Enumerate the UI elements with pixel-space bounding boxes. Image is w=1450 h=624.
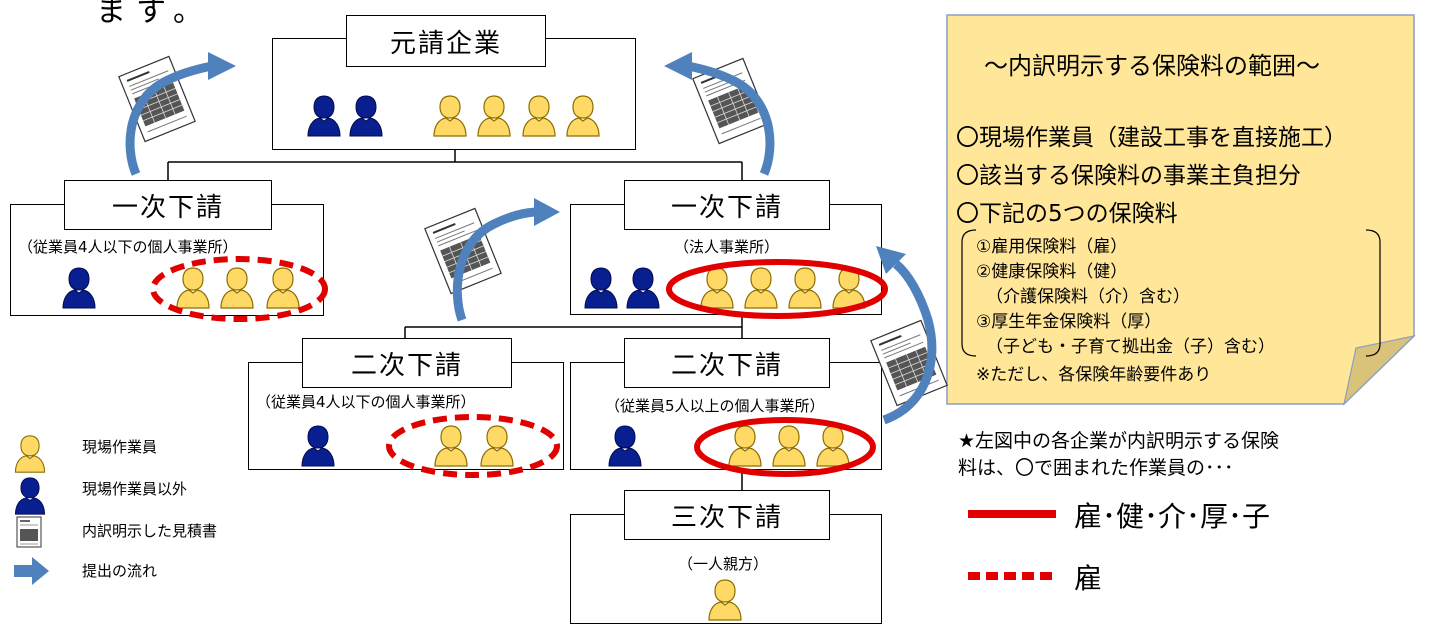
non-worker-icon xyxy=(62,267,96,309)
worker-icon xyxy=(220,267,254,309)
solid-highlight-ellipse xyxy=(694,417,876,477)
first-tier-right-title: 一次下請 xyxy=(624,180,830,230)
note-bullet: 〇下記の5つの保険料 xyxy=(956,201,1178,227)
worker-icon xyxy=(266,267,300,309)
note-item: ①雇用保険料（雇） xyxy=(976,237,1128,257)
note-title: ～内訳明示する保険料の範囲～ xyxy=(984,52,1320,80)
third-tier-title: 三次下請 xyxy=(624,490,830,540)
explanation-text: 料は、〇で囲まれた作業員の･･･ xyxy=(958,457,1234,479)
second-tier-right-subtitle: （従業員5人以上の個人事業所） xyxy=(605,397,825,415)
worker-icon xyxy=(480,425,514,467)
legend-flow-label: 提出の流れ xyxy=(82,562,158,580)
legend-worker: 現場作業員 xyxy=(12,435,158,473)
legend-estimate-label: 内訳明示した見積書 xyxy=(82,522,218,540)
worker-icon xyxy=(477,95,511,137)
left-bracket xyxy=(961,229,977,357)
solid-highlight-ellipse xyxy=(666,259,888,319)
insurance-scope-note xyxy=(946,14,1416,406)
first-tier-right-subtitle: （法人事業所） xyxy=(674,238,780,256)
worker-icon xyxy=(700,267,734,309)
worker-icon xyxy=(744,267,778,309)
non-worker-icon xyxy=(349,95,383,137)
flow-arrow-icon xyxy=(452,198,560,322)
worker-icon xyxy=(772,425,806,467)
worker-icon xyxy=(522,95,556,137)
note-item: ③厚生年金保険料（厚） xyxy=(976,312,1162,332)
prime-company-title: 元請企業 xyxy=(346,15,546,67)
note-bullet: 〇該当する保険料の事業主負担分 xyxy=(956,163,1301,189)
dashed-highlight-ellipse xyxy=(150,256,328,322)
second-tier-right-title: 二次下請 xyxy=(624,338,830,388)
solid-line-label: 雇･健･介･厚･子 xyxy=(1074,500,1271,533)
explanation-text: ★左図中の各企業が内訳明示する保険 xyxy=(958,430,1280,452)
worker-icon xyxy=(728,425,762,467)
non-worker-icon xyxy=(14,477,46,515)
dashed-highlight-ellipse xyxy=(386,414,560,478)
note-footnote: ※ただし、各保険年齢要件あり xyxy=(976,365,1212,385)
second-tier-left-title: 二次下請 xyxy=(302,338,512,388)
estimate-document-icon xyxy=(16,516,42,548)
note-item: （介護保険料（介）含む） xyxy=(986,287,1190,307)
worker-icon xyxy=(816,425,850,467)
note-bullet: 〇現場作業員（建設工事を直接施工） xyxy=(956,125,1347,151)
legend-flow: 提出の流れ xyxy=(12,557,158,585)
worker-icon xyxy=(708,579,742,621)
worker-icon xyxy=(434,425,468,467)
worker-icon xyxy=(14,435,46,473)
right-bracket xyxy=(1365,229,1381,357)
note-item: （子ども・子育て拠出金（子）含む） xyxy=(986,337,1275,357)
second-tier-left-subtitle: （従業員4人以下の個人事業所） xyxy=(256,393,476,411)
dashed-line-label: 雇 xyxy=(1074,562,1103,595)
first-tier-left-subtitle: （従業員4人以下の個人事業所） xyxy=(18,238,238,256)
non-worker-icon xyxy=(584,267,618,309)
solid-line-legend xyxy=(968,510,1056,518)
dashed-line-legend xyxy=(968,572,1056,580)
worker-icon xyxy=(566,95,600,137)
first-tier-left-title: 一次下請 xyxy=(64,180,272,230)
worker-icon xyxy=(433,95,467,137)
non-worker-icon xyxy=(307,95,341,137)
header-fragment: ます。 xyxy=(96,0,213,29)
legend-non-worker: 現場作業員以外 xyxy=(12,477,188,515)
legend-worker-label: 現場作業員 xyxy=(82,438,158,456)
flow-arrow-icon xyxy=(664,52,775,176)
worker-icon xyxy=(788,267,822,309)
flow-arrow-icon xyxy=(125,52,236,176)
third-tier-subtitle: （一人親方） xyxy=(678,555,769,573)
non-worker-icon xyxy=(608,425,642,467)
flow-arrow-icon xyxy=(14,557,49,585)
legend-non-worker-label: 現場作業員以外 xyxy=(82,480,188,498)
non-worker-icon xyxy=(301,425,335,467)
worker-icon xyxy=(176,267,210,309)
flow-arrow-icon xyxy=(876,246,937,425)
non-worker-icon xyxy=(626,267,660,309)
legend-estimate: 内訳明示した見積書 xyxy=(12,516,218,548)
note-item: ②健康保険料（健） xyxy=(976,262,1128,282)
